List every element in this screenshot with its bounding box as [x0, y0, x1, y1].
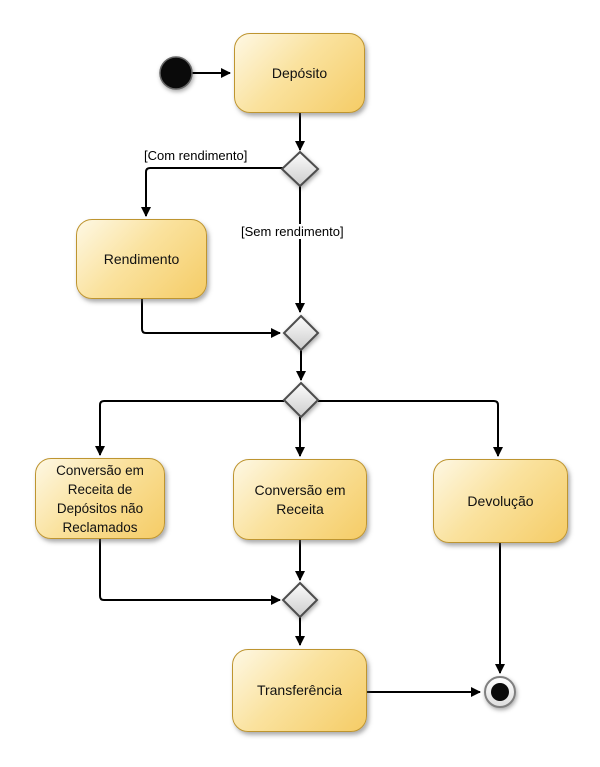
merge-node-rendimento	[282, 314, 320, 352]
merge-node-conversao	[281, 581, 319, 619]
edge-decision-to-rendimento	[141, 167, 283, 217]
activity-devolucao: Devolução	[433, 459, 568, 543]
edge-decision2-to-devolucao	[318, 400, 503, 457]
edge-conv-nr-to-merge2	[99, 539, 281, 605]
initial-node	[159, 56, 193, 90]
activity-transferencia: Transferência	[232, 649, 367, 732]
activity-conversao-nao-reclamados: Conversão em Receita de Depósitos não Re…	[35, 458, 165, 539]
decision-node-rendimento	[280, 150, 320, 188]
guard-label-com-rendimento: [Com rendimento]	[144, 148, 248, 163]
activity-rendimento: Rendimento	[76, 219, 207, 299]
final-node	[484, 676, 516, 708]
decision-node-destino	[282, 381, 320, 419]
activity-conversao-receita: Conversão em Receita	[233, 459, 367, 540]
edge-rendimento-to-merge	[141, 299, 281, 338]
final-node-dot	[491, 683, 509, 701]
edge-decision2-to-conv-nr	[95, 400, 284, 456]
activity-deposito: Depósito	[234, 33, 365, 113]
guard-label-sem-rendimento: [Sem rendimento]	[238, 224, 347, 239]
